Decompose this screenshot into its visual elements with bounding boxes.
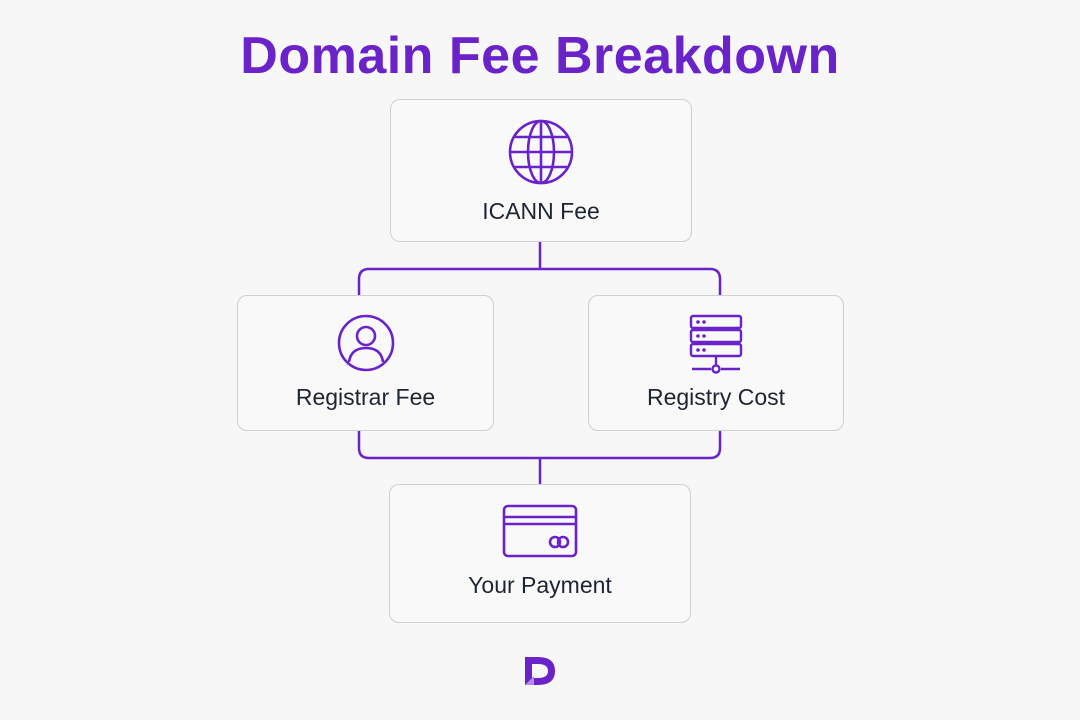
your-payment-label: Your Payment xyxy=(468,572,612,598)
page-title: Domain Fee Breakdown xyxy=(240,27,840,85)
server-icon xyxy=(688,314,744,379)
registrar-fee-node: Registrar Fee xyxy=(237,295,494,431)
icann-fee-label: ICANN Fee xyxy=(482,198,600,224)
d-logo-icon xyxy=(522,655,558,692)
globe-icon xyxy=(507,118,575,191)
credit-card-icon xyxy=(502,504,578,563)
registry-cost-label: Registry Cost xyxy=(646,384,786,410)
registrar-fee-label: Registrar Fee xyxy=(295,384,436,410)
registry-cost-node: Registry Cost xyxy=(588,295,844,431)
icann-fee-node: ICANN Fee xyxy=(390,99,692,242)
your-payment-node: Your Payment xyxy=(389,484,691,623)
user-icon xyxy=(337,314,395,377)
